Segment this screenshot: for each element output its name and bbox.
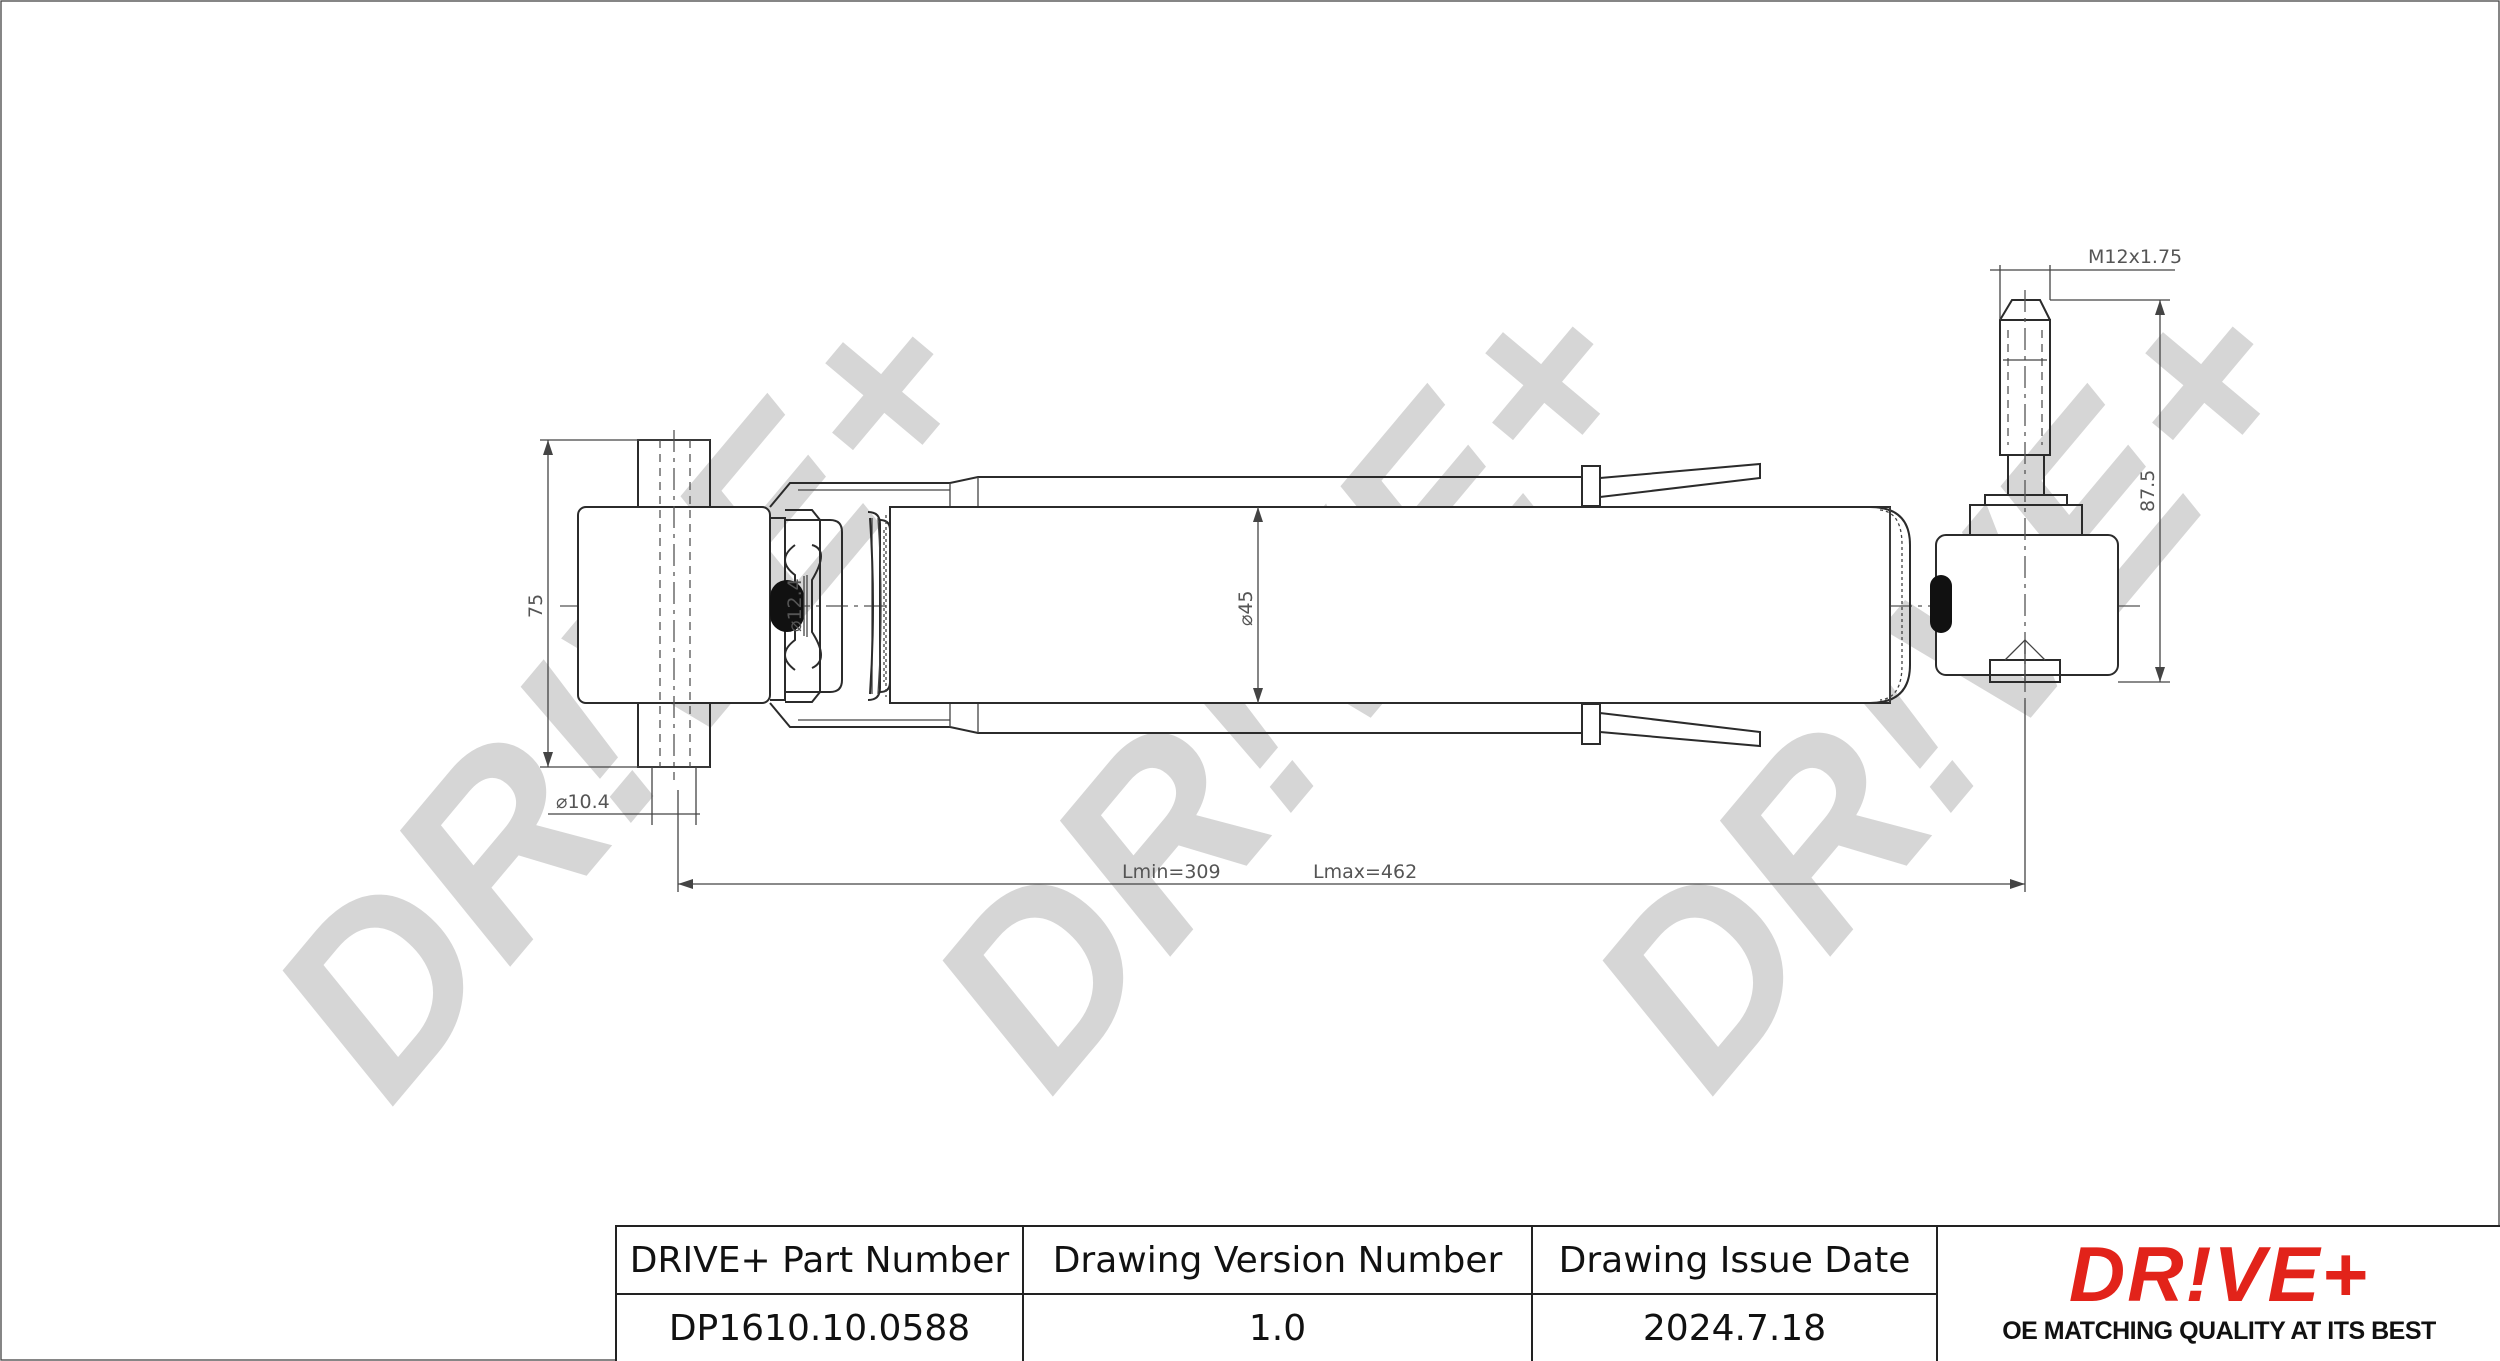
dim-bush-height: 75 [525,594,547,618]
left-eye-bush [577,430,771,780]
part-number-value: DP1610.10.0588 [668,1307,971,1349]
version-column: Drawing Version Number 1.0 [1024,1227,1533,1361]
brand-logo-text: DR!VE+ [2069,1239,2369,1318]
right-eye-housing [1935,534,2119,676]
dim-body-diameter: ⌀45 [1235,590,1257,626]
dust-cover [769,462,1761,748]
dust-cover-collar-bottom [1581,703,1601,745]
dim-length-max: Lmax=462 [1313,861,1417,883]
dim-thread: M12x1.75 [2088,246,2182,268]
dim-length-min: Lmin=309 [1122,861,1221,883]
dim-inner-bore: ⌀12.4 [784,578,806,632]
boot-flare-bottom [1599,711,1761,748]
title-block: DRIVE+ Part Number DP1610.10.0588 Drawin… [615,1225,2500,1361]
body-tube [889,506,1891,704]
brand-logo-graphic: DR!VE+ OE MATCHING QUALITY AT ITS BEST [2002,1239,2436,1345]
dimension-lines: 75 ⌀10.4 ⌀12.4 ⌀45 Lmin=309 Lmax=462 [525,246,2182,892]
part-number-column: DRIVE+ Part Number DP1610.10.0588 [617,1227,1024,1361]
version-label: Drawing Version Number [1024,1227,1531,1295]
version-value: 1.0 [1248,1307,1307,1349]
issue-date-value: 2024.7.18 [1642,1307,1827,1349]
dim-bush-bore: ⌀10.4 [556,791,610,813]
right-mount [1930,290,2119,700]
part-number-label: DRIVE+ Part Number [617,1227,1022,1295]
cylinder-body [869,506,1911,704]
issue-date-label: Drawing Issue Date [1533,1227,1936,1295]
boot-flare-top [1599,462,1761,499]
issue-date-column: Drawing Issue Date 2024.7.18 [1533,1227,1938,1361]
brand-tagline: OE MATCHING QUALITY AT ITS BEST [2002,1317,2436,1345]
threaded-stud [1999,319,2051,456]
dim-stud-length: 87.5 [2137,470,2159,512]
right-bush-rubber [1930,575,1952,633]
brand-logo: DR!VE+ OE MATCHING QUALITY AT ITS BEST [1938,1227,2500,1361]
left-bush-rubber [770,580,804,632]
